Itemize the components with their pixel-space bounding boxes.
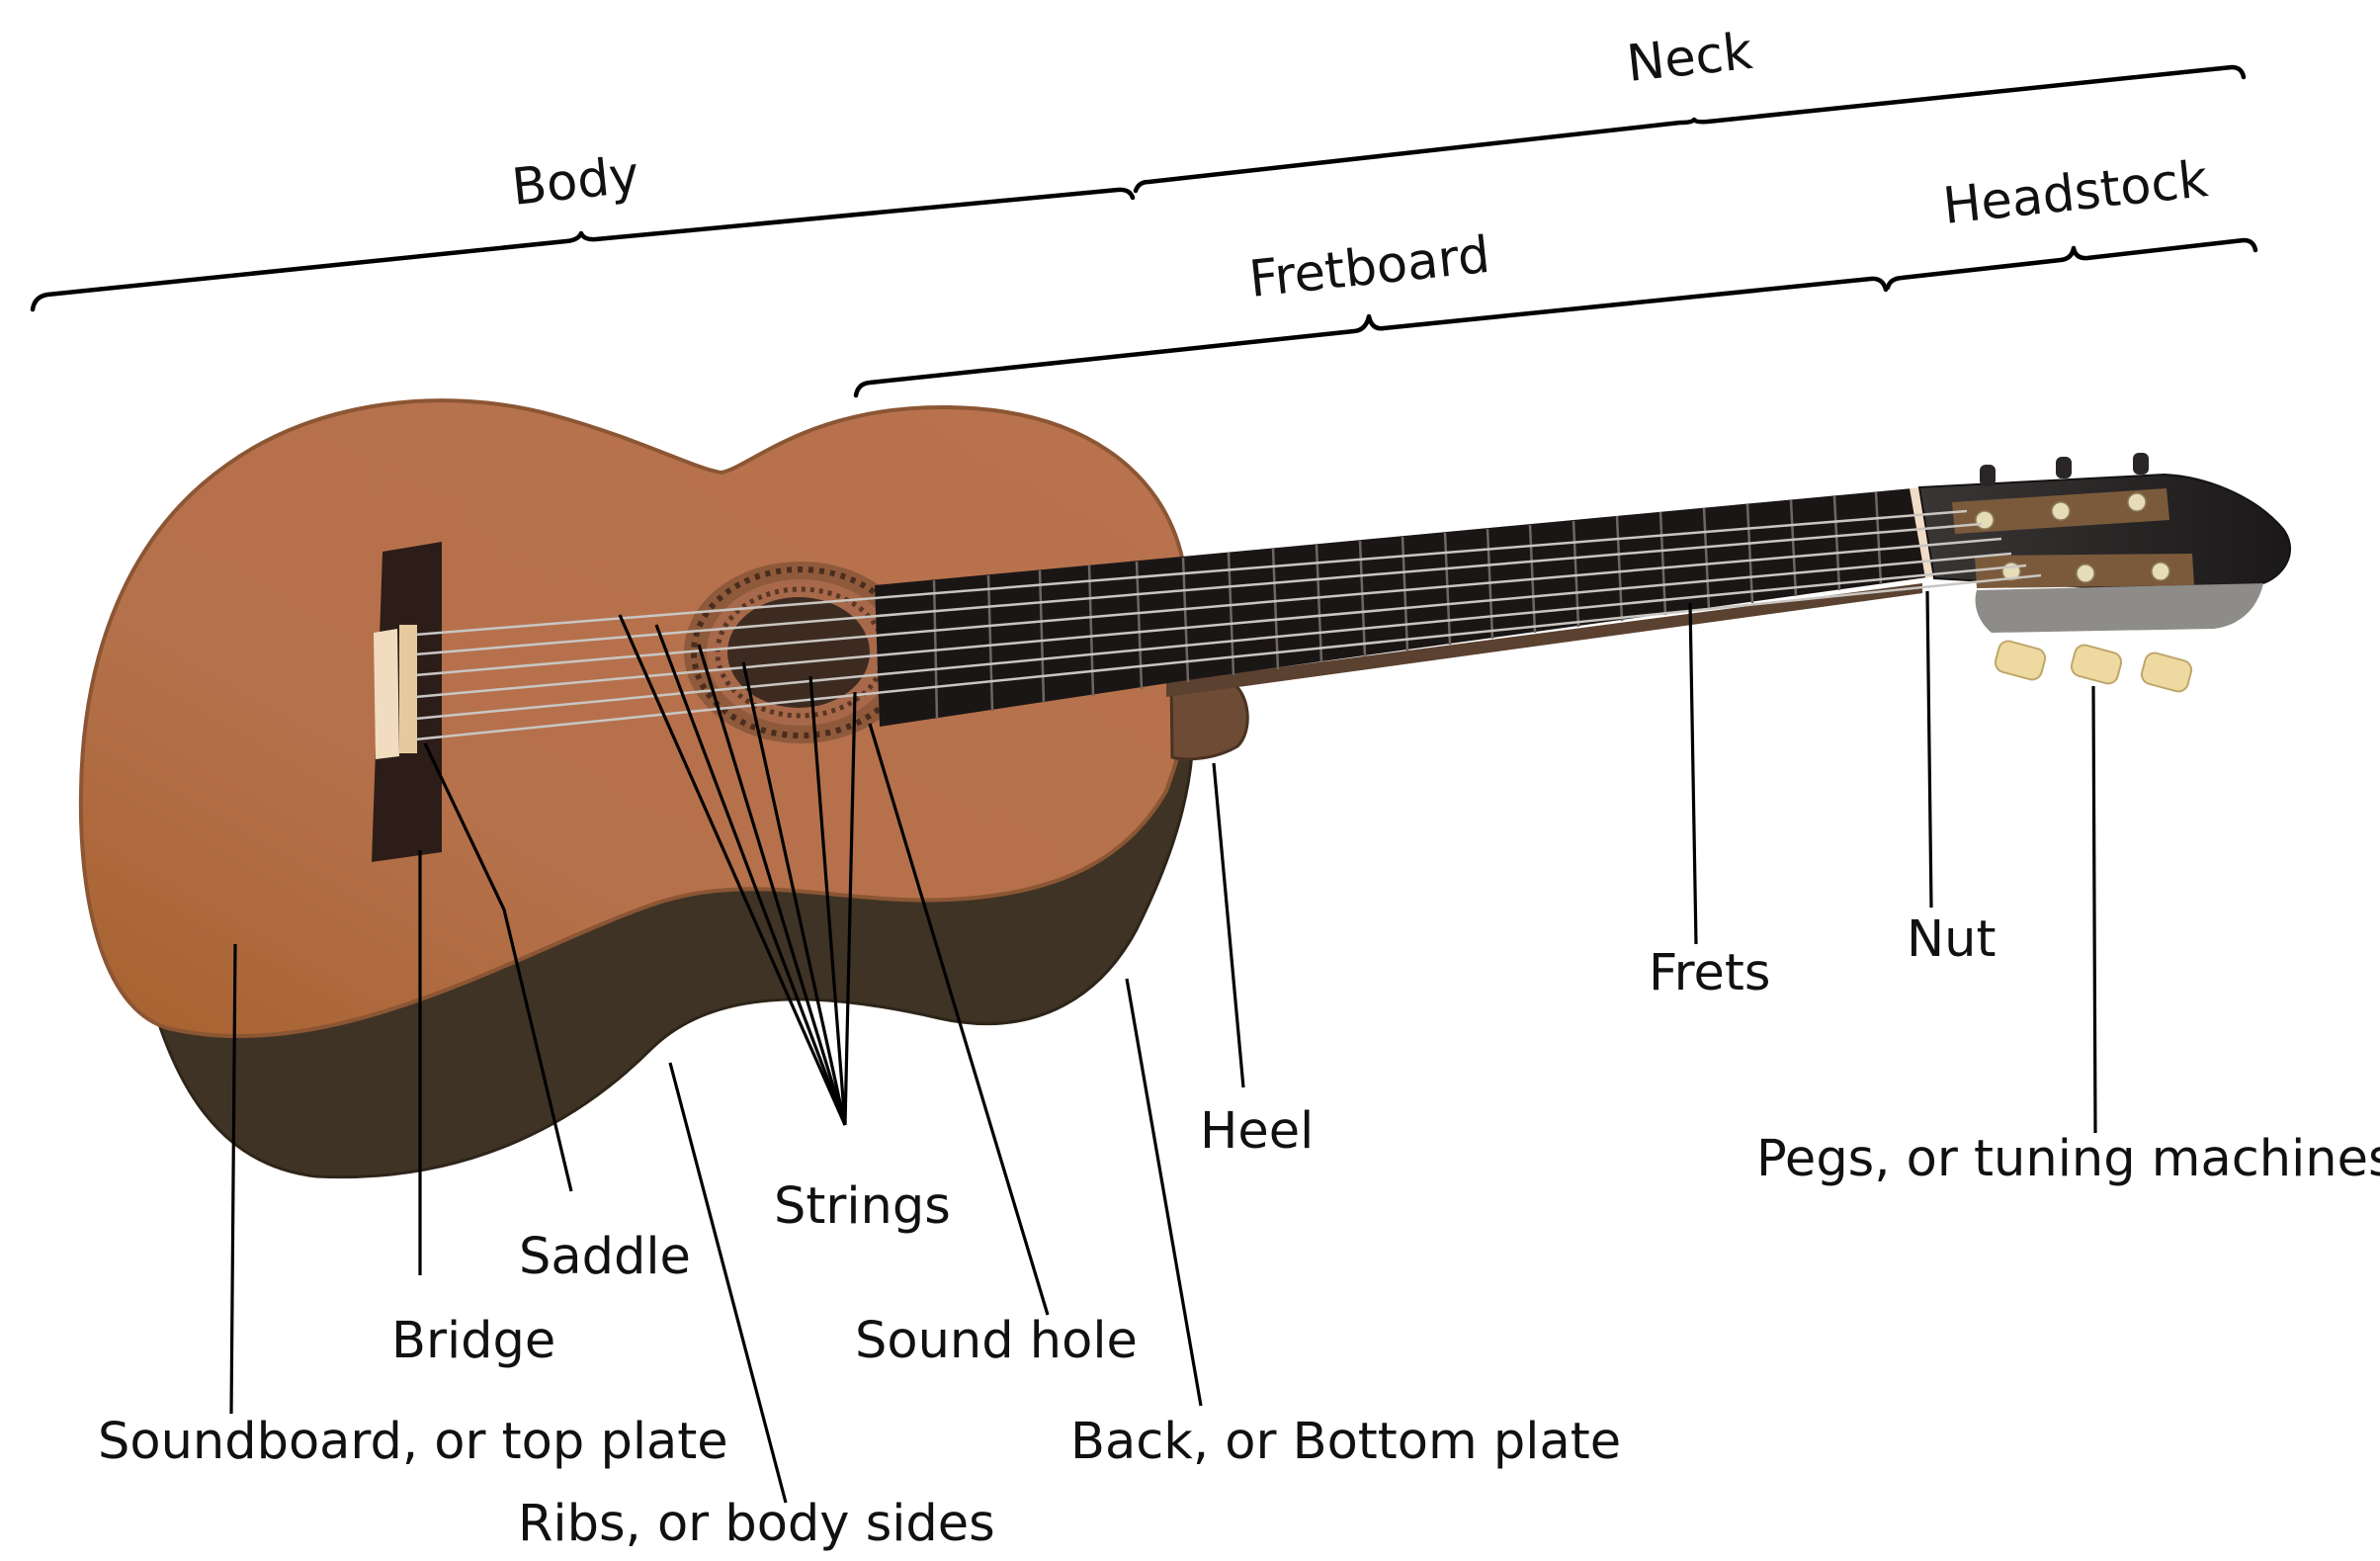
leader-frets <box>1688 602 1698 945</box>
guitar-illustration <box>78 398 2292 1179</box>
label-back: Back, or Bottom plate <box>1070 1413 1621 1471</box>
bridge-tie-block <box>399 625 417 753</box>
sound-hole <box>684 562 917 743</box>
saddle-shape <box>374 629 399 759</box>
peg-knobs-top <box>1980 453 2149 486</box>
peg-buttons <box>1994 640 2193 693</box>
leader-soundhole <box>868 723 1050 1316</box>
leader-ribs <box>668 1062 788 1504</box>
heel-shape <box>1169 680 1249 761</box>
string-lines <box>414 509 2042 741</box>
leader-soundboard <box>229 943 237 1415</box>
brace-neck <box>1133 64 2247 194</box>
nut-shape <box>1910 487 1934 578</box>
leader-lines <box>229 590 2097 1504</box>
label-neck: Neck <box>1624 23 1755 94</box>
headstock-plate <box>1975 583 2263 633</box>
brace-body <box>30 187 1136 312</box>
leader-nut <box>1925 590 1933 909</box>
label-nut: Nut <box>1907 911 1996 969</box>
label-bridge: Bridge <box>391 1312 555 1370</box>
label-strings: Strings <box>774 1177 951 1236</box>
brace-headstock <box>1885 237 2258 291</box>
neck-shadow <box>1166 583 1922 697</box>
label-headstock: Headstock <box>1940 150 2211 236</box>
label-heel: Heel <box>1200 1102 1314 1161</box>
leader-back <box>1125 978 1203 1407</box>
label-pegs: Pegs, or tuning machines <box>1756 1130 2380 1188</box>
labels: Neck Body Headstock Fretboard Frets Nut … <box>98 23 2380 1553</box>
label-saddle: Saddle <box>519 1228 691 1286</box>
label-ribs: Ribs, or body sides <box>518 1495 995 1553</box>
label-fretboard: Fretboard <box>1246 226 1492 309</box>
leader-strings <box>618 614 857 1126</box>
leader-heel <box>1212 762 1245 1088</box>
label-frets: Frets <box>1649 944 1770 1002</box>
brace-fretboard <box>853 276 1889 398</box>
label-soundboard: Soundboard, or top plate <box>98 1413 728 1471</box>
leader-pegs <box>2091 685 2097 1134</box>
label-sound-hole: Sound hole <box>855 1312 1138 1370</box>
leader-saddle <box>423 742 573 1192</box>
peg-posts <box>1975 492 2170 583</box>
label-body: Body <box>509 146 641 217</box>
